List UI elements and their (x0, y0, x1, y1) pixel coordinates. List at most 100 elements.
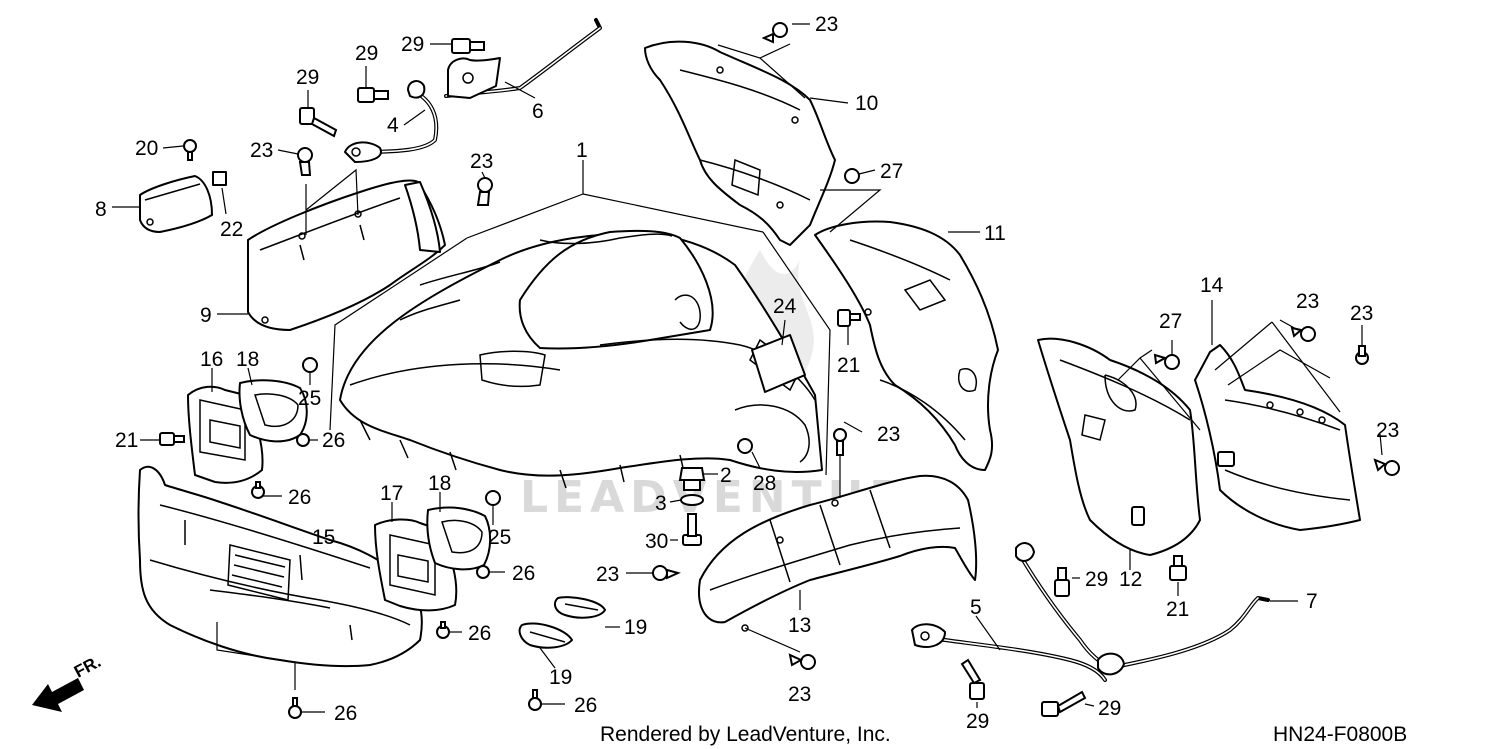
callout-30: 30 (645, 530, 668, 553)
bolt-30 (682, 513, 702, 546)
bolt-29-b (357, 87, 389, 103)
bumper-grille (227, 544, 291, 601)
callout-24: 24 (773, 295, 797, 318)
screw-21-a (159, 432, 185, 446)
callout-27-b: 27 (1159, 310, 1182, 333)
callout-29-b: 29 (355, 42, 378, 65)
callout-2: 2 (720, 464, 732, 487)
screw-20 (183, 139, 197, 161)
callout-23-f: 23 (788, 683, 811, 706)
callout-17: 17 (380, 482, 403, 505)
clip-23-d (833, 428, 847, 456)
washer-3 (680, 494, 704, 506)
callout-15: 15 (312, 526, 335, 549)
callout-21-b: 21 (837, 354, 860, 377)
screw-27-b (1153, 353, 1180, 370)
callout-21-c: 21 (1166, 598, 1189, 621)
callout-27-a: 27 (880, 160, 903, 183)
fender-flare-right (698, 474, 978, 632)
callout-16: 16 (200, 348, 223, 371)
fasteners (159, 22, 1400, 719)
screw-21-c (1169, 555, 1187, 581)
clip-23-i (1373, 458, 1400, 476)
stay-top (344, 18, 602, 163)
bracket-plate-19 (518, 596, 606, 649)
callout-11: 11 (984, 222, 1006, 245)
callout-20: 20 (135, 137, 158, 160)
bolt-29-c (299, 107, 338, 138)
footer-credit: Rendered by LeadVenture, Inc. (600, 723, 891, 746)
callout-23-b: 23 (250, 139, 273, 162)
callout-26-e: 26 (574, 694, 597, 717)
callout-9: 9 (200, 304, 212, 327)
callout-29-a: 29 (401, 33, 424, 56)
callout-28: 28 (753, 472, 776, 495)
callout-29-e: 29 (1098, 697, 1121, 720)
callout-29-c: 29 (296, 66, 319, 89)
screw-21-b (837, 309, 861, 327)
screw-25-b (485, 490, 501, 506)
callout-3: 3 (655, 492, 667, 515)
callout-10: 10 (855, 92, 878, 115)
callout-4: 4 (387, 114, 399, 137)
bolt-29-d (1054, 567, 1070, 597)
callout-25-b: 25 (488, 526, 511, 549)
screw-25-a (302, 357, 318, 373)
inner-guard-upper (644, 40, 836, 246)
screw-26-e (528, 689, 542, 711)
screw-26-c (476, 565, 490, 579)
callout-26-f: 26 (334, 702, 357, 725)
callout-23-e: 23 (596, 563, 619, 586)
fender-guard-right (1194, 344, 1361, 531)
bracket-lower-right (374, 506, 492, 612)
callout-19-a: 19 (624, 616, 647, 639)
callout-23-h: 23 (1350, 302, 1373, 325)
front-direction-arrow: FR. (32, 652, 104, 712)
clip-23-h (1355, 345, 1369, 365)
callout-29-d: 29 (1085, 568, 1108, 591)
callout-26-d: 26 (468, 622, 491, 645)
bolt-29-a (451, 38, 485, 54)
clip-23-a (761, 22, 788, 44)
inner-guard-right (814, 220, 999, 471)
callout-12: 12 (1119, 568, 1142, 591)
callout-23-g: 23 (1296, 290, 1319, 313)
callout-23-a: 23 (815, 13, 838, 36)
callout-22: 22 (220, 218, 243, 241)
screw-26-d (436, 621, 450, 639)
screw-26-f (288, 697, 302, 719)
bolt-29-e (1041, 690, 1087, 717)
callout-29-f: 29 (966, 710, 989, 733)
collar-2 (678, 467, 706, 491)
callout-5: 5 (970, 596, 982, 619)
diagram-code: HN24-F0800B (1273, 723, 1407, 746)
front-direction-label: FR. (71, 652, 104, 682)
callout-14: 14 (1200, 274, 1224, 297)
callout-26-b: 26 (288, 486, 311, 509)
bracket-upper-left (187, 379, 308, 484)
callout-13: 13 (788, 614, 811, 637)
callout-21-a: 21 (115, 429, 138, 452)
fender-guard-left (247, 179, 446, 331)
clip-23-f (788, 653, 816, 670)
screw-27-a (844, 168, 860, 184)
bolt-29-f (960, 658, 985, 700)
clip-23-c (476, 177, 493, 206)
callout-23-d: 23 (877, 423, 900, 446)
leader-lines (140, 23, 1383, 713)
callout-23-c: 23 (470, 150, 493, 173)
callout-1: 1 (576, 139, 588, 162)
callout-8: 8 (95, 198, 107, 221)
callout-18-b: 18 (428, 472, 451, 495)
screw-26-b (251, 481, 265, 499)
small-cover (139, 171, 227, 233)
clip-23-e (652, 565, 681, 581)
stay-bottom (911, 542, 1270, 682)
clip-23-b (297, 147, 313, 176)
callout-labels: 1 2 3 4 5 6 7 8 9 10 11 12 13 14 15 16 1… (95, 13, 1399, 733)
callout-26-a: 26 (322, 429, 345, 452)
callout-7: 7 (1306, 590, 1318, 613)
callout-18-a: 18 (236, 348, 259, 371)
callout-6: 6 (532, 100, 544, 123)
